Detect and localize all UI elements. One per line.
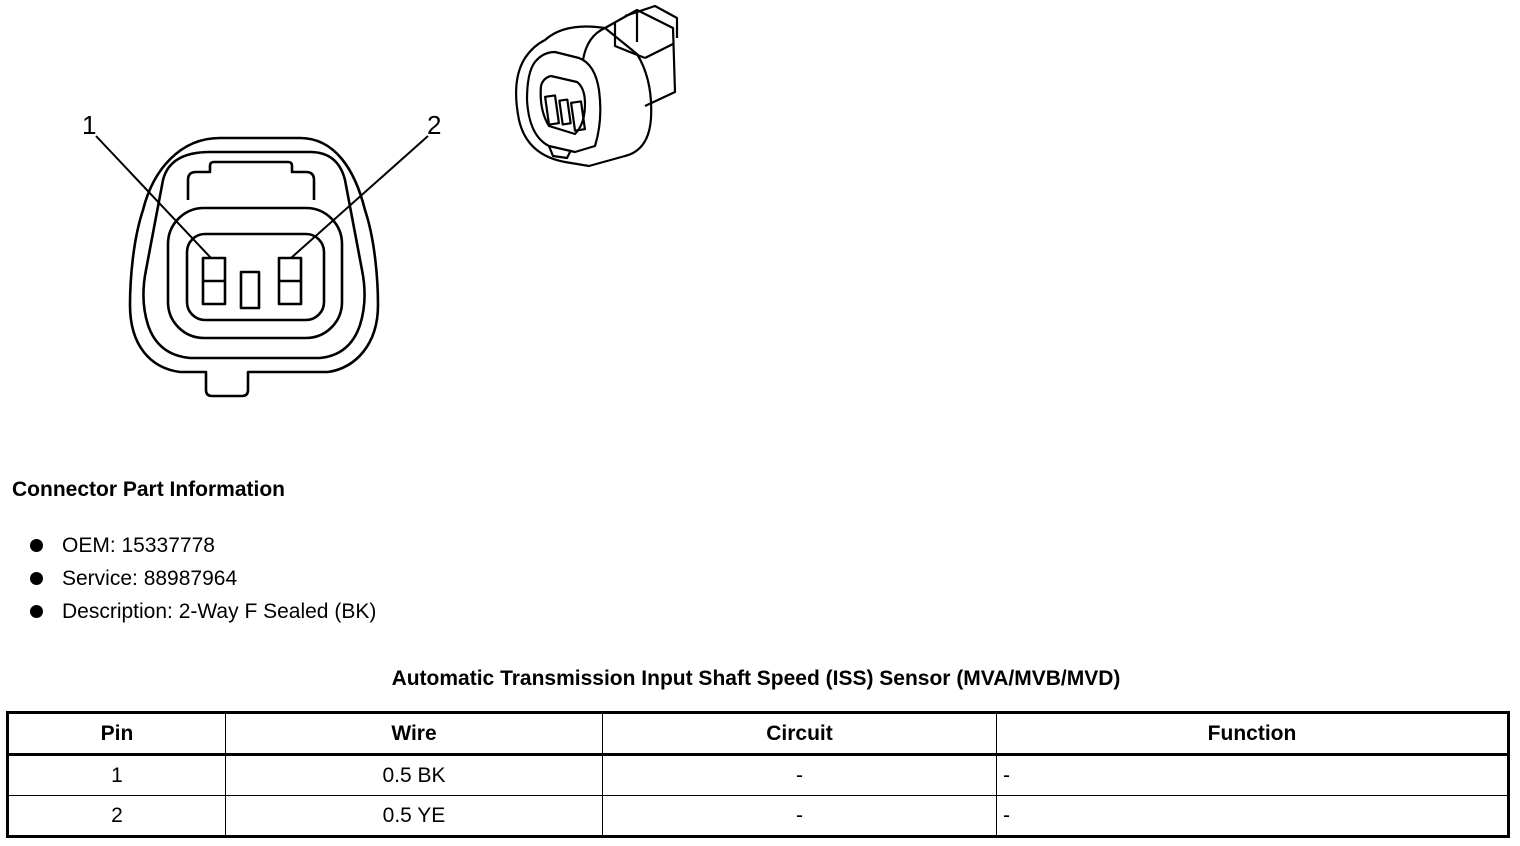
column-header-circuit: Circuit — [602, 712, 997, 756]
connector-part-info-heading: Connector Part Information — [12, 478, 286, 501]
oem-text: OEM: 15337778 — [62, 534, 215, 557]
bullet-icon — [30, 605, 43, 618]
list-item-service: Service: 88987964 — [28, 564, 376, 597]
pin-table: Pin Wire Circuit Function 1 0.5 BK - - 2… — [6, 711, 1510, 838]
cell-function: - — [996, 795, 1509, 837]
cell-pin: 2 — [7, 795, 226, 837]
center-key — [239, 270, 261, 310]
pin-1-label: 1 — [82, 110, 96, 140]
connector-part-info-list: OEM: 15337778 Service: 88987964 Descript… — [28, 531, 376, 630]
bullet-icon — [30, 539, 43, 552]
table-header-row: Pin Wire Circuit Function — [7, 712, 1509, 756]
cell-circuit: - — [602, 754, 997, 796]
column-header-pin: Pin — [7, 712, 226, 756]
bullet-icon — [30, 572, 43, 585]
connector-face-diagram: 1 2 — [82, 110, 441, 398]
cell-wire: 0.5 YE — [225, 795, 603, 837]
column-header-function: Function — [996, 712, 1509, 756]
cell-wire: 0.5 BK — [225, 754, 603, 796]
connector-cavity-ring-outer — [166, 206, 344, 340]
table-row: 1 0.5 BK - - — [7, 754, 1509, 796]
description-text: Description: 2-Way F Sealed (BK) — [62, 600, 377, 623]
list-item-description: Description: 2-Way F Sealed (BK) — [28, 597, 376, 630]
cell-pin: 1 — [7, 754, 226, 796]
pin-2-label: 2 — [427, 110, 441, 140]
pin-1-leader — [95, 135, 212, 259]
connector-seal-outline — [142, 150, 366, 360]
table-row: 2 0.5 YE - - — [7, 795, 1509, 837]
connector-cavity-ring-inner — [185, 232, 326, 322]
connector-latch — [186, 160, 316, 200]
pin-table-title: Automatic Transmission Input Shaft Speed… — [391, 667, 1121, 690]
cell-function: - — [996, 754, 1509, 796]
service-text: Service: 88987964 — [62, 567, 238, 590]
list-item-oem: OEM: 15337778 — [28, 531, 376, 564]
cell-circuit: - — [602, 795, 997, 837]
connector-isometric-diagram — [515, 4, 679, 168]
connector-housing-outline — [128, 136, 380, 398]
pin-2-leader — [290, 135, 429, 259]
column-header-wire: Wire — [225, 712, 603, 756]
